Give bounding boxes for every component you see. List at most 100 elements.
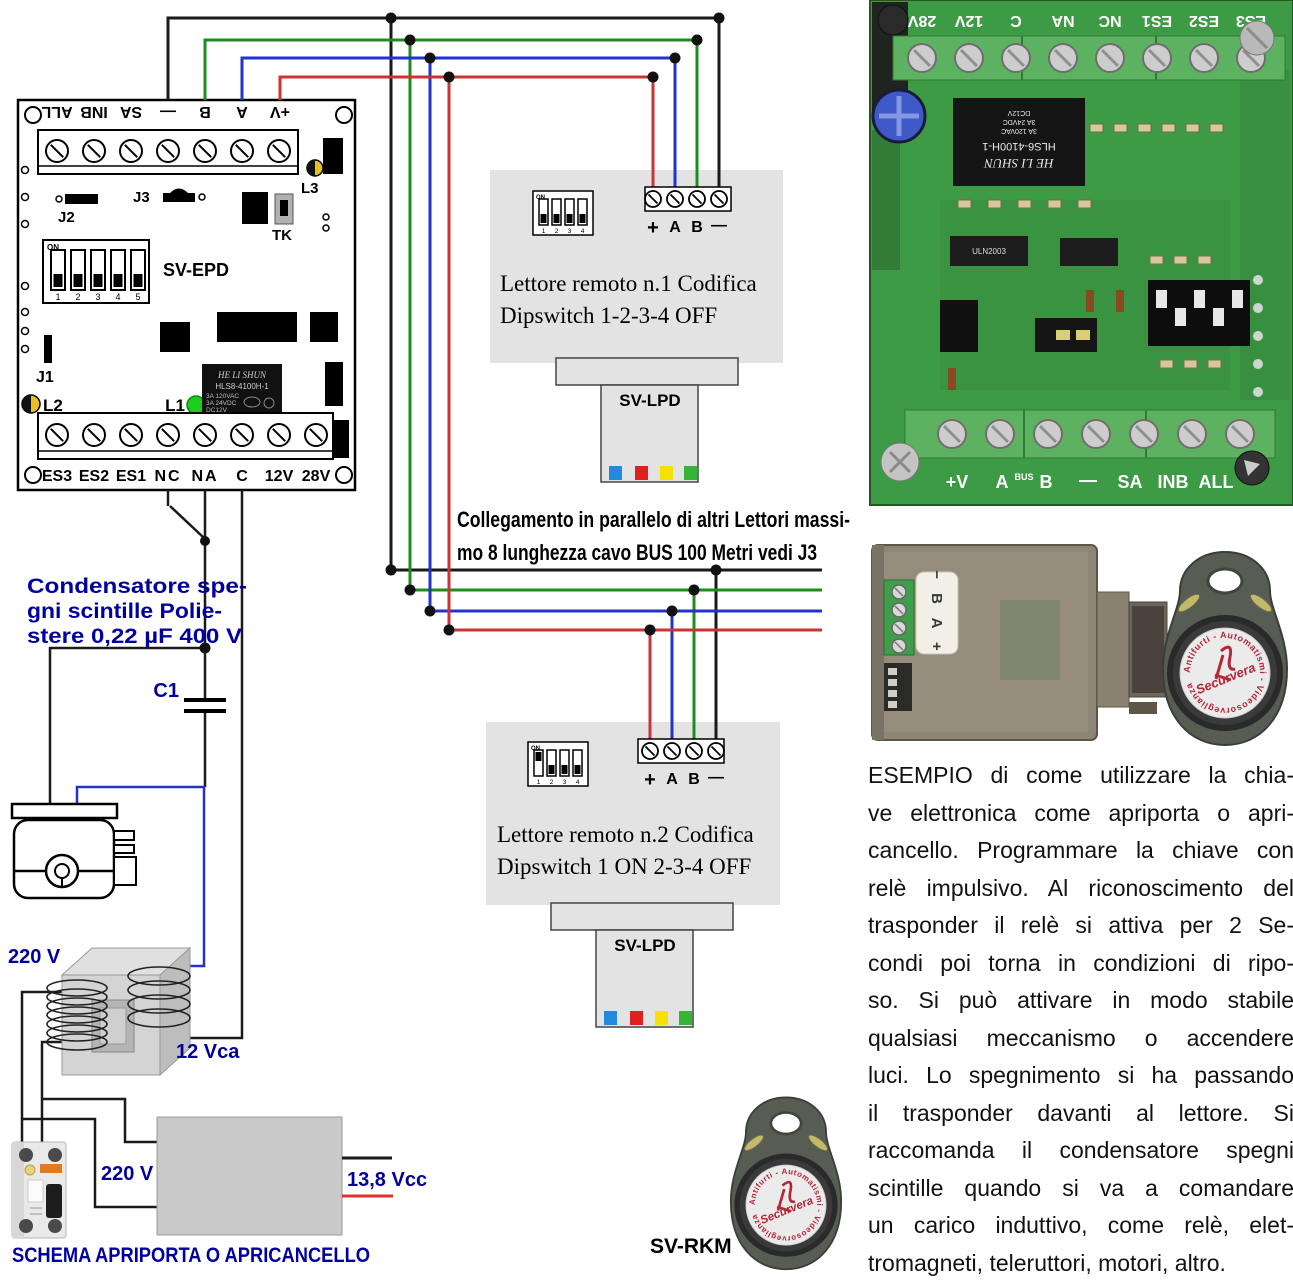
- svg-text:B: B: [1040, 472, 1053, 492]
- svg-text:4: 4: [581, 228, 585, 235]
- secondary-coil: [127, 966, 191, 1028]
- svg-text:ES1: ES1: [1142, 12, 1172, 29]
- terminal-label: B: [199, 103, 211, 120]
- paragraph-line: relè impulsivo. Al riconoscimento del: [868, 874, 1293, 901]
- ic-chip: [940, 300, 978, 352]
- svg-text:C: C: [1010, 12, 1022, 29]
- securvera-logo-mark: [776, 1180, 796, 1213]
- electrolytic-capacitor: [871, 88, 927, 144]
- svg-text:4: 4: [576, 779, 580, 786]
- schema-title: SCHEMA APRIPORTA O APRICANCELLO: [12, 1243, 370, 1267]
- capacitor-note-line1: Condensatore spe-: [27, 575, 247, 598]
- svg-text:3: 3: [568, 228, 572, 235]
- bus-marker-red: [630, 1011, 643, 1025]
- svg-text:ON: ON: [47, 243, 59, 252]
- svg-text:2: 2: [555, 228, 559, 235]
- board-bottom-terminal-labels: ES3 ES2 ES1 NC NA C 12V 28V: [42, 468, 331, 485]
- svg-text:DC12V: DC12V: [206, 407, 228, 414]
- board-top-terminal-block: [37, 129, 343, 175]
- reader1-terminal-block: + A B —: [644, 186, 732, 239]
- svg-text:ES1: ES1: [116, 468, 146, 485]
- c1-label: C1: [153, 680, 179, 702]
- fob-hole: [769, 1111, 803, 1136]
- bus-wire-red: [278, 75, 655, 187]
- pcb-photo: 28V 12V C NA NC ES1 ES2 ES3 HE LI SHUN H…: [869, 0, 1293, 506]
- svg-text:—: —: [711, 217, 727, 234]
- tk-switch: TK: [272, 193, 294, 244]
- svg-text:ULN2003: ULN2003: [972, 247, 1006, 256]
- svg-text:DC12V: DC12V: [1007, 109, 1030, 116]
- paragraph-line: ve elettronica come apriporta o apri-: [868, 799, 1293, 826]
- svg-text:− B A +: − B A +: [928, 570, 945, 656]
- bus-marker-green: [679, 1011, 692, 1025]
- bus-wire-blue: [240, 56, 677, 187]
- bus-marker-yellow: [655, 1011, 668, 1025]
- terminal-label: SA: [119, 103, 142, 120]
- svg-text:3: 3: [563, 779, 567, 786]
- relay-schematic: HE LI SHUN HLS8-4100H-1 3A 120VAC 3A 24V…: [202, 364, 282, 414]
- board-name-label: SV-EPD: [163, 260, 229, 280]
- svg-text:ES2: ES2: [1189, 12, 1219, 29]
- test-point: [322, 213, 330, 221]
- board-dipswitch: ON 1 2 3 4 5: [42, 239, 150, 304]
- pcb-bottom-labels: +V A BUS B — SA INB ALL: [946, 470, 1234, 492]
- reader1-title: Lettore remoto n.1 Codifica: [500, 271, 757, 296]
- jumper-j3: J3: [133, 188, 206, 206]
- label-138vcc: 13,8 Vcc: [347, 1169, 427, 1191]
- bus-marker-yellow: [660, 466, 673, 480]
- sv-rkm-fob: Antifurti - Automatismi - Videosorveglia…: [729, 1096, 843, 1271]
- reader1-dipswitch: ON 1 2 3 4: [532, 190, 594, 236]
- terminal-label: INB: [80, 103, 108, 120]
- paragraph-line: qualsiasi meccanismo o accendere: [868, 1024, 1293, 1051]
- bus-marker-blue: [604, 1011, 617, 1025]
- pcb-top-labels: 28V 12V C NA NC ES1 ES2 ES3: [907, 12, 1266, 29]
- power-supply-box: [156, 1116, 343, 1236]
- svg-text:1: 1: [542, 228, 546, 235]
- bus-marker-green: [684, 466, 697, 480]
- terminal-label: +V: [270, 103, 290, 120]
- paragraph-line: so. Si può attivare in modo stabile: [868, 987, 1293, 1013]
- svg-text:+V: +V: [946, 472, 969, 492]
- capacitor-note-line2: gni scintille Polie-: [27, 600, 222, 623]
- svg-text:A: A: [669, 219, 681, 236]
- reader2-subtitle: Dipswitch 1 ON 2-3-4 OFF: [497, 854, 751, 879]
- sv-lpd-1: SV-LPD: [555, 357, 739, 483]
- keyfob-photo: Antifurti - Automatismi - Videosorveglia…: [1161, 550, 1289, 747]
- svg-text:2: 2: [75, 292, 80, 302]
- svg-text:J2: J2: [58, 209, 75, 226]
- fob-label: [745, 1164, 827, 1246]
- test-point: [322, 224, 330, 232]
- sv-lpd-2: SV-LPD: [550, 902, 734, 1028]
- jumper-j2: J2: [55, 194, 98, 226]
- svg-text:SV-LPD: SV-LPD: [614, 936, 675, 955]
- capacitor-note-line3: stere 0,22 µF 400 V: [27, 625, 242, 648]
- corner-screw: [877, 4, 909, 36]
- svg-text:3A 120VAC: 3A 120VAC: [1001, 127, 1037, 134]
- module-label: [915, 571, 959, 655]
- svg-text:J1: J1: [36, 369, 54, 386]
- svg-text:SA: SA: [1117, 472, 1142, 492]
- apriporta-schematic: [10, 490, 393, 1239]
- bus-note-line2: mo 8 lunghezza cavo BUS 100 Metri vedi J…: [457, 540, 817, 565]
- paragraph-line: scintille quando si va a comandare: [868, 1174, 1293, 1201]
- bus-junction-dots: [385, 12, 725, 636]
- svg-text:4: 4: [115, 292, 120, 302]
- svg-text:ES3: ES3: [42, 468, 72, 485]
- module-connector: [1096, 591, 1130, 708]
- svg-text:L2: L2: [43, 396, 63, 415]
- svg-text:B: B: [688, 771, 700, 788]
- led-l3: L3: [301, 159, 324, 197]
- svg-text:—: —: [1079, 470, 1097, 490]
- svg-text:+: +: [644, 769, 656, 791]
- circuit-breaker-photo: [11, 1141, 67, 1239]
- paragraph-line: luci. Lo spegnimento si ha passando: [868, 1062, 1293, 1088]
- svg-text:SV-LPD: SV-LPD: [619, 391, 680, 410]
- label-12vca: 12 Vca: [176, 1041, 240, 1063]
- label-220v-transformer: 220 V: [8, 946, 61, 968]
- fob-hole: [1206, 567, 1244, 595]
- svg-text:TK: TK: [272, 227, 292, 244]
- svg-text:A: A: [996, 472, 1009, 492]
- primary-coil: [46, 979, 108, 1051]
- smd-components: [948, 123, 1263, 397]
- svg-text:NC: NC: [1098, 12, 1122, 29]
